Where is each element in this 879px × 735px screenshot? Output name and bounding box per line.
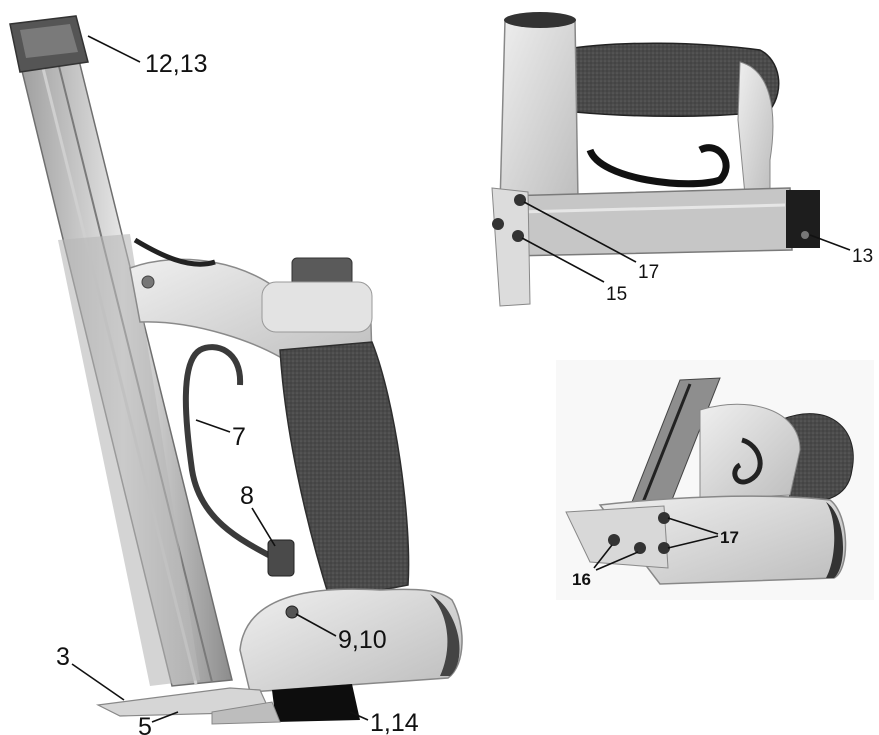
hook-wire <box>182 344 280 563</box>
callout-12-13: 12,13 <box>145 50 208 78</box>
nose-block <box>272 684 360 722</box>
callout-15: 15 <box>606 284 627 305</box>
callout-5: 5 <box>138 713 152 735</box>
callout-8: 8 <box>240 482 254 510</box>
callout-3: 3 <box>56 643 70 671</box>
wire-clamp <box>267 539 295 577</box>
bottom-right-callouts: 17 16 <box>572 517 739 589</box>
callout-7: 7 <box>232 423 246 451</box>
callout-17-top: 17 <box>638 262 659 283</box>
callout-13: 13 <box>852 246 873 267</box>
handle-grip <box>279 341 410 601</box>
bottom-right-stapler-illustration <box>556 360 874 600</box>
top-right-callouts: 13 17 15 <box>521 201 873 305</box>
callout-9-10: 9,10 <box>338 626 387 654</box>
main-callouts: 12,13 7 8 9,10 3 5 1,14 <box>56 35 419 735</box>
top-right-stapler-illustration <box>491 12 820 307</box>
main-stapler-illustration <box>9 15 463 725</box>
callout-16: 16 <box>572 570 591 589</box>
callout-1-14: 1,14 <box>370 709 419 735</box>
callout-17-bottom: 17 <box>720 528 739 547</box>
